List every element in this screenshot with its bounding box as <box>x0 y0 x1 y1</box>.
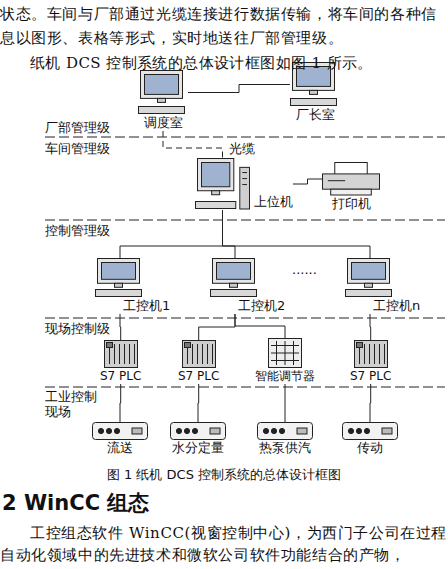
network-link <box>223 210 236 258</box>
network-link <box>120 314 122 340</box>
figure-caption: 图 1 纸机 DCS 控制系统的总体设计框图 <box>0 466 448 484</box>
network-link <box>223 210 371 258</box>
device-label: S7 PLC <box>178 368 219 384</box>
device-label: 水分定量 <box>172 440 224 456</box>
device-node: S7 PLC <box>350 340 391 384</box>
ellipsis-mark: ...... <box>292 262 317 278</box>
device-label: S7 PLC <box>100 368 141 384</box>
level-label: 现场控制级 <box>45 321 110 337</box>
device-node: 水分定量 <box>170 422 226 456</box>
device-icon <box>95 258 145 298</box>
device-node: 热泵供汽 <box>257 422 313 456</box>
link-label: 光缆 <box>228 141 256 156</box>
device-label: 调度室 <box>144 115 183 131</box>
device-node: 工控机n <box>345 258 420 314</box>
device-label: 流送 <box>107 440 133 456</box>
device-icon <box>268 338 302 368</box>
level-divider <box>45 220 445 221</box>
network-link <box>188 85 290 93</box>
device-icon <box>257 422 313 440</box>
device-label: 传动 <box>357 440 383 456</box>
device-label: S7 PLC <box>350 368 391 384</box>
device-icon <box>92 422 148 440</box>
network-link <box>293 179 322 184</box>
level-divider <box>45 318 445 319</box>
device-label: 智能调节器 <box>255 368 315 384</box>
device-label: 工控机n <box>373 298 420 314</box>
network-link <box>199 314 235 340</box>
network-link <box>370 314 372 340</box>
device-icon <box>354 340 388 368</box>
device-icon <box>195 158 250 210</box>
device-node: 工控机2 <box>210 258 285 314</box>
device-icon <box>345 258 395 298</box>
device-node: 调度室 <box>138 70 188 131</box>
device-label: 厂长室 <box>296 107 335 123</box>
network-link <box>235 314 285 338</box>
device-icon <box>322 162 380 196</box>
level-divider <box>45 137 445 138</box>
device-node: S7 PLC <box>100 340 141 384</box>
network-link <box>198 384 200 422</box>
device-node: 上位机 <box>195 158 293 210</box>
level-label: 工业控制 现场 <box>45 389 101 419</box>
level-divider <box>45 387 445 388</box>
device-node: 工控机1 <box>95 258 170 314</box>
device-icon <box>342 422 398 440</box>
level-label: 控制管理级 <box>45 223 110 239</box>
network-link <box>285 384 286 422</box>
device-icon <box>170 422 226 440</box>
body-text: 状态。车间与厂部通过光缆连接进行数据传输，将车间的各种信息以图形、表格等形式，实… <box>0 2 448 50</box>
device-node: 智能调节器 <box>255 338 315 384</box>
device-node: 流送 <box>92 422 148 456</box>
device-icon <box>182 340 216 368</box>
level-label: 车间管理级 <box>45 141 110 157</box>
device-node: 打印机 <box>322 162 380 212</box>
network-link <box>163 131 223 158</box>
body-text: 工控组态软件 WinCC(视窗控制中心)，为西门子公司在过程自动化领域中的先进技… <box>0 522 448 566</box>
device-label: 工控机1 <box>123 298 170 314</box>
device-label: 上位机 <box>254 194 293 210</box>
device-node: S7 PLC <box>178 340 219 384</box>
device-label: 工控机2 <box>238 298 285 314</box>
network-link <box>370 384 372 422</box>
section-heading: 2 WinCC 组态 <box>2 490 149 516</box>
device-label: 打印机 <box>332 196 371 212</box>
network-link <box>120 384 122 422</box>
device-node: 传动 <box>342 422 398 456</box>
network-link <box>120 210 223 258</box>
device-icon <box>210 258 260 298</box>
device-label: 热泵供汽 <box>259 440 311 456</box>
device-icon <box>104 340 138 368</box>
level-label: 厂部管理级 <box>45 120 110 136</box>
device-icon <box>138 70 188 115</box>
body-text: 纸机 DCS 控制系统的总体设计框图如图 1 所示。 <box>30 52 373 74</box>
